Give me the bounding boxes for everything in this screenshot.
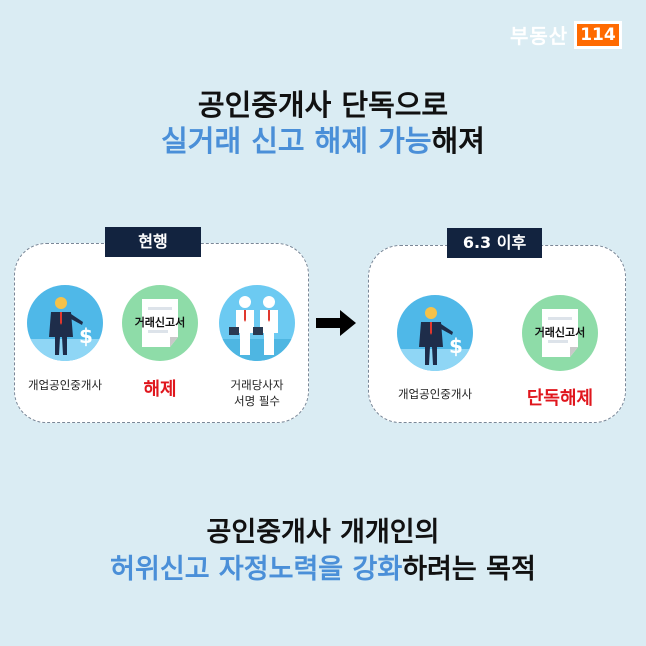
title-line-2: 실거래 신고 해제 가능해져 [0,118,646,160]
broker-icon [397,295,473,371]
footer-suffix: 하려는 목적 [402,554,536,585]
footer-highlight: 허위신고 자정노력을 강화 [110,554,403,585]
title-highlight: 실거래 신고 해제 가능 [161,124,432,158]
title-suffix: 해져 [431,124,485,158]
title-line-1: 공인중개사 단독으로 [197,88,449,122]
after-broker-caption: 개업공인중개사 [397,387,473,401]
arrow-right-icon [316,310,356,336]
logo-text: 부동산 [510,24,569,48]
broker-icon [27,285,103,361]
before-doc-label: 거래신고서 [134,316,186,329]
after-doc-label: 거래신고서 [534,326,586,339]
caption-line-2: 서명 필수 [234,394,280,408]
parties-icon [219,285,295,361]
caption-line-1: 거래당사자 [230,378,284,392]
after-cancel-caption: 단독해제 [526,388,594,409]
logo-number: 114 [574,20,622,49]
before-tag: 현행 [105,227,201,257]
before-broker-caption: 개업공인중개사 [27,378,103,392]
before-cancel-caption: 해제 [143,379,177,400]
logo: 부동산 114 [510,20,622,49]
footer-line-1: 공인중개사 개개인의 [206,517,440,548]
after-tag: 6.3 이후 [447,228,542,258]
footer-line-2: 허위신고 자정노력을 강화하려는 목적 [0,547,646,586]
